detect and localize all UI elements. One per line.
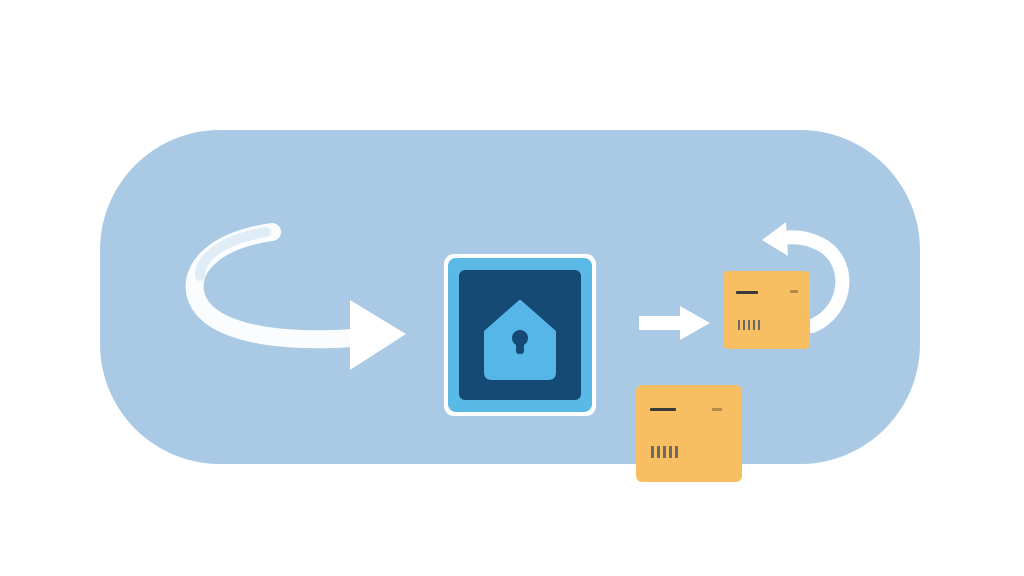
house-lock-icon <box>444 254 596 416</box>
package-icon <box>723 271 810 349</box>
arrow-right-icon <box>639 306 710 340</box>
package-icon <box>636 385 742 482</box>
keyhole-icon <box>512 330 528 346</box>
curved-arrow-right-icon <box>185 223 406 370</box>
loop-arrow-icon <box>762 222 850 333</box>
